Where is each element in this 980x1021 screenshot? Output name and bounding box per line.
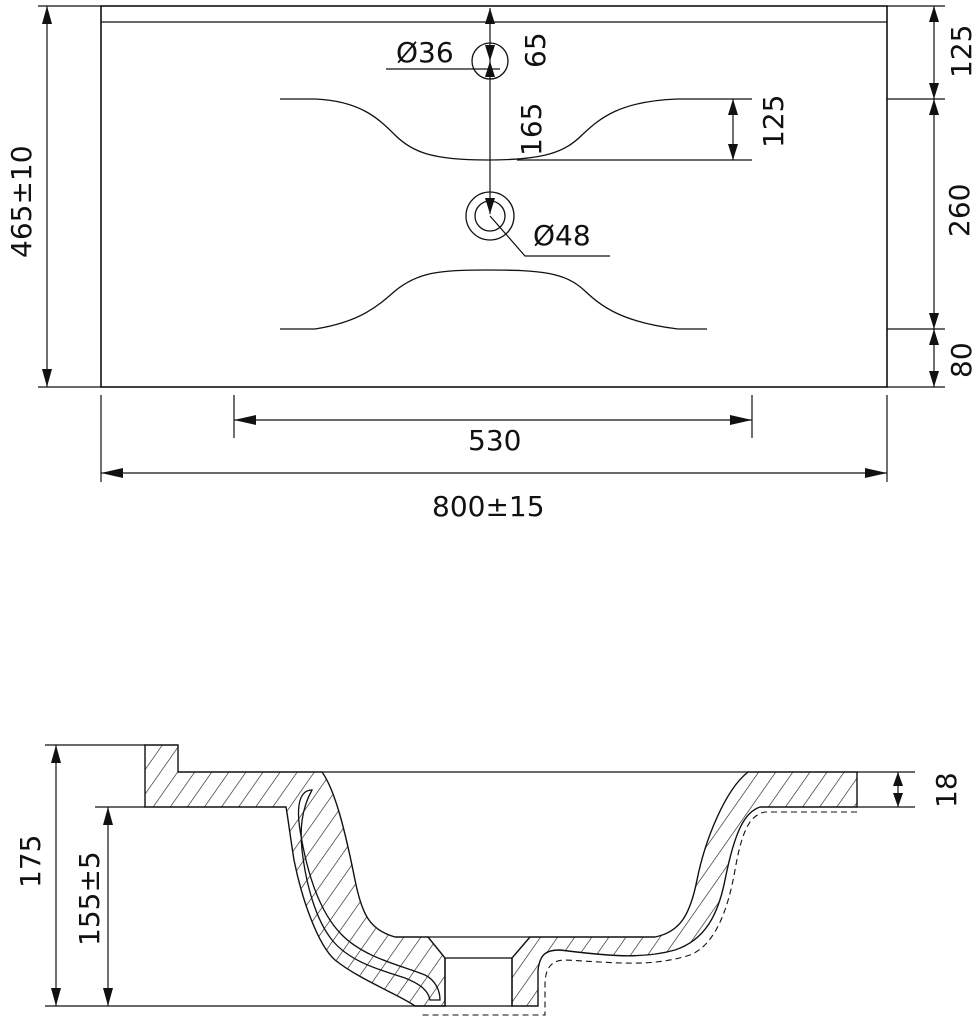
drain-leader — [489, 215, 610, 257]
section-drain-outlet — [444, 957, 513, 1007]
section-view: 175 155±5 18 — [14, 744, 963, 1016]
bowl-height-arrow-top — [103, 807, 113, 825]
right-bottom-label: 80 — [945, 342, 978, 378]
right-mid-label: 260 — [943, 184, 976, 237]
section-right-rim — [511, 771, 858, 1007]
tap-axis-arrow-top — [485, 8, 495, 24]
tap-to-drain-label: 165 — [515, 103, 548, 156]
section-left-rim — [144, 744, 446, 1007]
section-dashed-outline — [420, 811, 857, 1016]
bowl-depth-arrow-top — [728, 99, 738, 115]
bowl-upper-contour — [280, 98, 707, 161]
drain-diameter-label: Ø48 — [533, 219, 591, 252]
rim-arrow-bottom — [893, 793, 903, 807]
bowl-lower-contour — [280, 269, 707, 330]
right-arrow-1 — [929, 6, 939, 22]
depth-arrow-bottom — [42, 369, 52, 387]
right-arrow-4 — [929, 313, 939, 329]
width-arrow-left — [101, 468, 123, 478]
right-arrow-5 — [929, 329, 939, 345]
bowl-width-arrow-right — [730, 415, 752, 425]
right-top-label: 125 — [945, 25, 978, 78]
depth-label: 465±10 — [5, 145, 38, 258]
right-arrow-3 — [929, 99, 939, 115]
total-height-label: 175 — [14, 835, 47, 888]
height-arrow-bottom — [51, 988, 61, 1006]
basin-outline — [100, 5, 888, 388]
bowl-height-label: 155±5 — [73, 851, 106, 946]
tap-axis-arrow-mid-up — [485, 45, 495, 61]
bowl-width-arrow-left — [234, 415, 256, 425]
rim-thickness-label: 18 — [930, 772, 963, 808]
bowl-top-margin-label: 125 — [757, 95, 790, 148]
width-arrow-right — [865, 468, 887, 478]
depth-arrow-top — [42, 6, 52, 24]
bowl-width-label: 530 — [468, 424, 521, 457]
bowl-height-arrow-bottom — [103, 988, 113, 1006]
right-arrow-2 — [929, 83, 939, 99]
bowl-depth-arrow-bottom — [728, 144, 738, 160]
tap-hole-diameter-label: Ø36 — [396, 36, 454, 69]
height-arrow-top — [51, 745, 61, 763]
right-arrow-6 — [929, 371, 939, 387]
tap-axis-arrow-bottom — [485, 198, 495, 214]
rim-arrow-top — [893, 772, 903, 786]
tap-offset-label: 65 — [519, 32, 552, 68]
tap-axis-arrow-mid-down — [485, 61, 495, 77]
width-label: 800±15 — [432, 490, 545, 523]
section-overflow-channel — [297, 789, 441, 1001]
top-view: Ø36 Ø48 65 165 125 465±10 — [5, 5, 978, 523]
